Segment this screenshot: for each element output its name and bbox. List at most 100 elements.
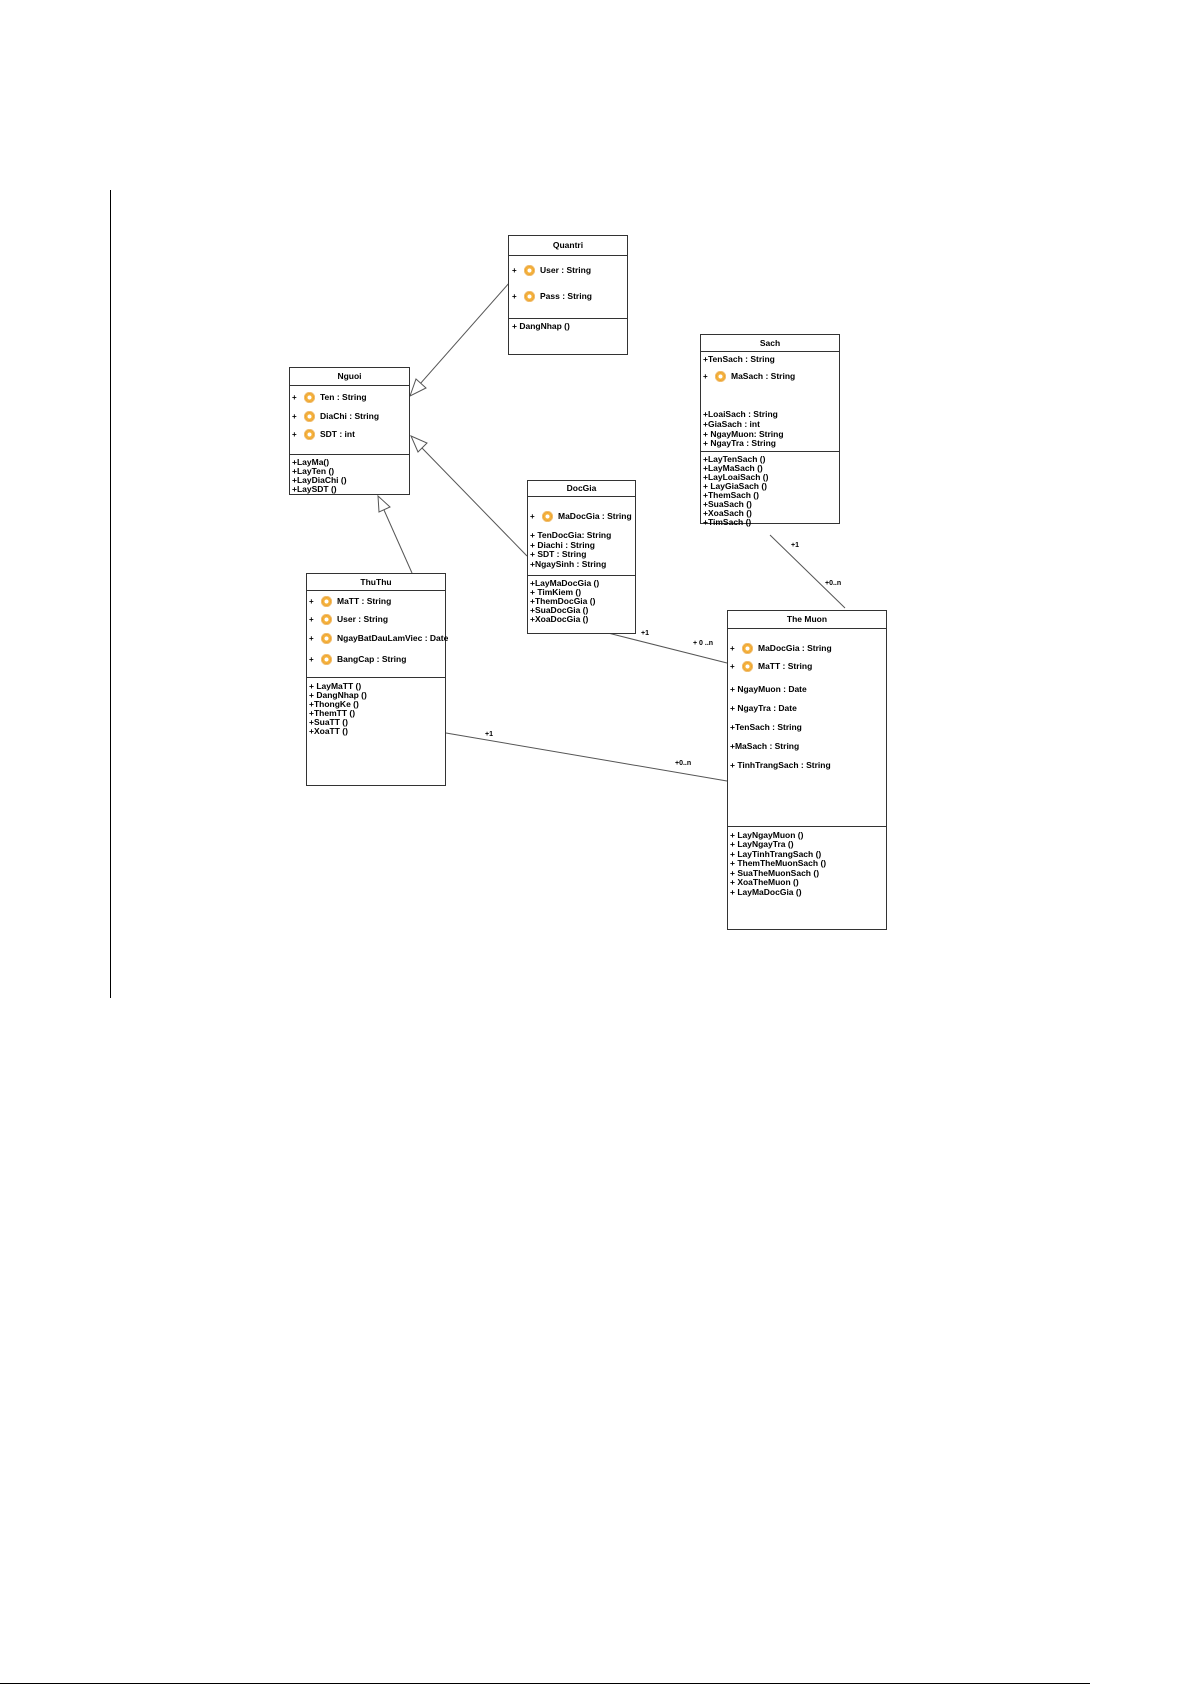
multiplicity-themuon-docgia: + 0 ..n [693, 640, 714, 647]
attribute-row: + DiaChi : String [292, 411, 379, 422]
attributes-compartment: +MaDocGia : String +MaTT : String + Ngay… [728, 629, 886, 827]
attribute-text: + Diachi : String [530, 540, 595, 550]
attribute-text: + SDT : String [530, 549, 587, 559]
edge-quantri-nguoi [419, 281, 511, 385]
operation-row: + LayNgayTra () [730, 839, 794, 849]
gear-icon [321, 596, 332, 607]
visibility-marker: + [309, 596, 314, 606]
attribute-text: +NgaySinh : String [530, 559, 607, 569]
operation-row: + LayMaDocGia () [730, 887, 802, 897]
attribute-row: +BangCap : String [309, 654, 406, 665]
attribute-row: + MaDocGia : String [530, 511, 632, 522]
attribute-row: +MaSach : String [730, 742, 799, 751]
class-name: Quantri [509, 236, 627, 256]
arrowhead-quantri-nguoi [409, 378, 427, 398]
visibility-marker: + [512, 291, 517, 301]
attribute-row: +User : String [309, 614, 388, 625]
attributes-compartment: + MaTT : String +User : String + NgayBatDa… [307, 591, 448, 678]
operation-row: + ThemTheMuonSach () [730, 858, 827, 868]
gear-icon [524, 291, 535, 302]
attribute-row: + User : String [512, 265, 591, 276]
edge-thuthu-nguoi [383, 509, 413, 574]
visibility-marker: + [730, 643, 735, 653]
edge-docgia-themuon [607, 632, 728, 664]
attribute-row: +LoaiSach : String [703, 410, 778, 419]
multiplicity-docgia: +1 [641, 630, 649, 637]
attribute-row: + TinhTrangSach : String [730, 761, 831, 770]
operation-row: +SuaTT () [309, 717, 348, 727]
attribute-row: + MaTT : String [309, 596, 391, 607]
visibility-marker: + [512, 265, 517, 275]
attribute-text: +LoaiSach : String [703, 409, 778, 419]
attribute-row: + NgayMuon: String [703, 430, 784, 439]
operation-row: +XoaTT () [309, 726, 348, 736]
operation-row: +XoaDocGia () [530, 614, 589, 624]
attribute-row: +SDT : int [292, 429, 355, 440]
class-name: Nguoi [290, 368, 409, 386]
visibility-marker: + [730, 661, 735, 671]
attributes-compartment: + Ten : String + DiaChi : String +SDT : in… [290, 386, 409, 455]
operation-row: + DangNhap () [512, 321, 570, 331]
attribute-text: Pass : String [540, 291, 592, 302]
class-themuon: The Muon +MaDocGia : String +MaTT : Stri… [727, 610, 887, 930]
attribute-text: +MaSach : String [730, 741, 800, 751]
attribute-row: + NgayMuon : Date [730, 685, 807, 694]
class-name: Sach [701, 335, 839, 352]
attribute-text: DiaChi : String [320, 411, 380, 422]
attributes-compartment: +TenSach : String +MaSach : String +Loai… [701, 352, 839, 452]
gear-icon [304, 392, 315, 403]
gear-icon [524, 265, 535, 276]
attributes-compartment: + User : String + Pass : String [509, 256, 627, 319]
attribute-row: + Pass : String [512, 291, 592, 302]
attribute-row: + NgayBatDauLamViec : Date [309, 633, 448, 644]
operation-row: + DangNhap () [309, 690, 367, 700]
attribute-text: +TenSach : String [703, 354, 775, 364]
operation-row: +ThongKe () [309, 699, 359, 709]
multiplicity-themuon-sach: +0..n [825, 580, 842, 587]
class-quantri: Quantri + User : String + Pass : String + … [508, 235, 628, 355]
operation-row: +LayDiaChi () [292, 475, 347, 485]
class-sach: Sach +TenSach : String +MaSach : String … [700, 334, 840, 527]
gear-icon [321, 654, 332, 665]
operation-row: +SuaSach () [703, 499, 752, 509]
operation-row: + SuaTheMuonSach () [730, 868, 820, 878]
attribute-text: User : String [337, 614, 389, 625]
class-name: The Muon [728, 611, 886, 629]
visibility-marker: + [703, 371, 708, 381]
operation-row: +ThemSach () [703, 490, 759, 500]
attribute-text: BangCap : String [337, 654, 407, 665]
edge-thuthu-themuon [445, 732, 728, 782]
visibility-marker: + [292, 392, 297, 402]
multiplicity-themuon-thuthu: +0..n [675, 760, 692, 767]
attribute-row: + TenDocGia: String [530, 531, 611, 540]
operation-row: +LayTenSach () [703, 454, 766, 464]
arrowhead-thuthu-nguoi [377, 494, 391, 513]
operation-row: + LayTinhTrangSach () [730, 849, 822, 859]
visibility-marker: + [292, 411, 297, 421]
gear-icon [715, 371, 726, 382]
attribute-text: Ten : String [320, 392, 367, 403]
attribute-text: + NgayMuon: String [703, 429, 784, 439]
operation-row: +LayMaSach () [703, 463, 763, 473]
visibility-marker: + [309, 633, 314, 643]
multiplicity-thuthu: +1 [485, 731, 493, 738]
operation-row: +TimSach () [703, 517, 752, 527]
attribute-text: + TenDocGia: String [530, 530, 612, 540]
visibility-marker: + [530, 511, 535, 521]
attribute-row: + Ten : String [292, 392, 367, 403]
class-name: ThuThu [307, 574, 445, 591]
operation-row: +LayTen () [292, 466, 335, 476]
operation-row: +ThemTT () [309, 708, 356, 718]
attribute-text: NgayBatDauLamViec : Date [337, 633, 449, 644]
attribute-text: User : String [540, 265, 592, 276]
attribute-text: MaTT : String [337, 596, 392, 607]
gear-icon [304, 411, 315, 422]
gear-icon [542, 511, 553, 522]
operation-row: +SuaDocGia () [530, 605, 589, 615]
attribute-text: + TinhTrangSach : String [730, 760, 831, 770]
attribute-text: MaDocGia : String [758, 643, 832, 654]
attribute-row: +GiaSach : int [703, 420, 760, 429]
attribute-text: MaDocGia : String [558, 511, 632, 522]
attribute-text: + NgayTra : Date [730, 703, 797, 713]
operation-row: +XoaSach () [703, 508, 752, 518]
